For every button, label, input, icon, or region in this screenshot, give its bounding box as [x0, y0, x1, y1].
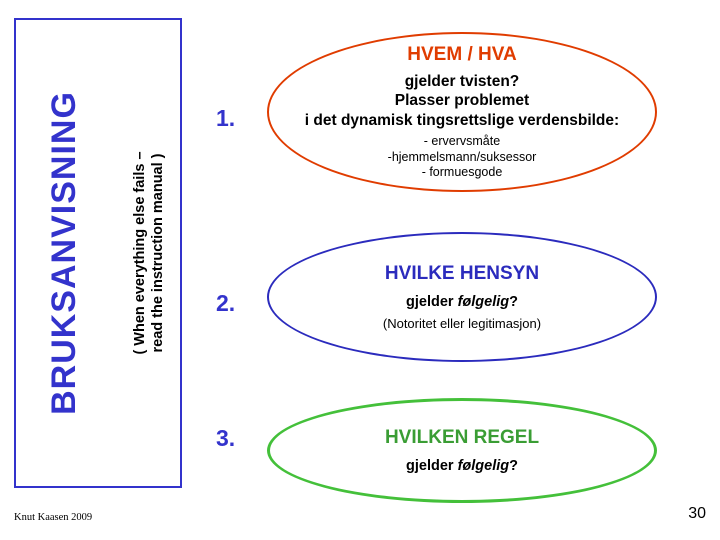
step-1-bullet-list: - ervervsmåte -hjemmelsmann/suksessor - …	[388, 134, 537, 181]
step-2-subtitle: gjelder følgelig?	[406, 293, 518, 311]
left-title-box	[14, 18, 182, 488]
step-1-title: HVEM / HVA	[407, 43, 517, 65]
step-1-subtitle-line-3: i det dynamisk tingsrettslige verdensbil…	[304, 111, 620, 129]
step-2-subtitle-emphasis: følgelig	[457, 293, 510, 310]
step-2-subtitle-plain: gjelder	[406, 293, 458, 310]
step-2-title: HVILKE HENSYN	[384, 262, 540, 284]
step-1-bullet-3: - formuesgode	[421, 165, 503, 179]
step-3-subtitle-plain: gjelder	[406, 457, 458, 474]
step-ellipse-1: HVEM / HVA gjelder tvisten? Plasser prob…	[267, 32, 657, 192]
footer-credit: Knut Kaasen 2009	[14, 512, 93, 523]
step-ellipse-3: HVILKEN REGEL gjelder følgelig?	[267, 398, 657, 503]
step-3-subtitle-emphasis: følgelig	[457, 457, 510, 474]
step-number-2: 2.	[216, 290, 236, 316]
step-3-subtitle-tail: ?	[509, 457, 518, 474]
step-number-3: 3.	[216, 425, 236, 451]
step-3-subtitle: gjelder følgelig?	[406, 457, 518, 475]
step-ellipse-2: HVILKE HENSYN gjelder følgelig? (Notorit…	[267, 232, 657, 362]
page-number: 30	[688, 505, 706, 522]
step-3-title: HVILKEN REGEL	[384, 426, 540, 448]
step-2-subtitle-tail: ?	[509, 293, 518, 310]
step-1-subtitle-line-2: Plasser problemet	[394, 92, 530, 109]
step-1-bullet-1: - ervervsmåte	[423, 134, 501, 148]
step-2-note: (Notoritet eller legitimasjon)	[382, 315, 542, 331]
step-1-bullet-2: -hjemmelsmann/suksessor	[387, 149, 537, 164]
step-number-1: 1.	[216, 105, 236, 131]
step-1-subtitle-line-1: gjelder tvisten?	[404, 72, 520, 90]
step-1-subtitle: gjelder tvisten? Plasser problemet i det…	[305, 72, 619, 131]
